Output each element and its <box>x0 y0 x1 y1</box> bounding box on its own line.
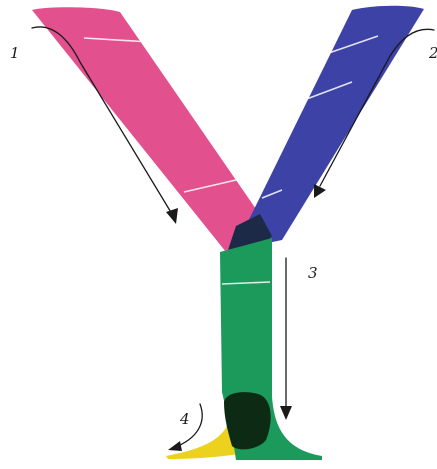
stroke-1-arrowhead-icon <box>166 208 178 224</box>
stroke-2-right-diagonal <box>234 6 424 250</box>
stem-foot-overlap <box>224 392 271 449</box>
stroke-4-order-label: 4 <box>179 410 190 428</box>
stroke-2-order-label: 2 <box>428 44 437 62</box>
stroke-1-order-label: 1 <box>10 44 20 62</box>
stroke-1-left-diagonal <box>32 7 258 252</box>
stroke-3-order-label: 3 <box>308 264 318 282</box>
stroke-3-arrowhead-icon <box>280 406 292 420</box>
stroke-4-arrowhead-icon <box>168 441 182 451</box>
